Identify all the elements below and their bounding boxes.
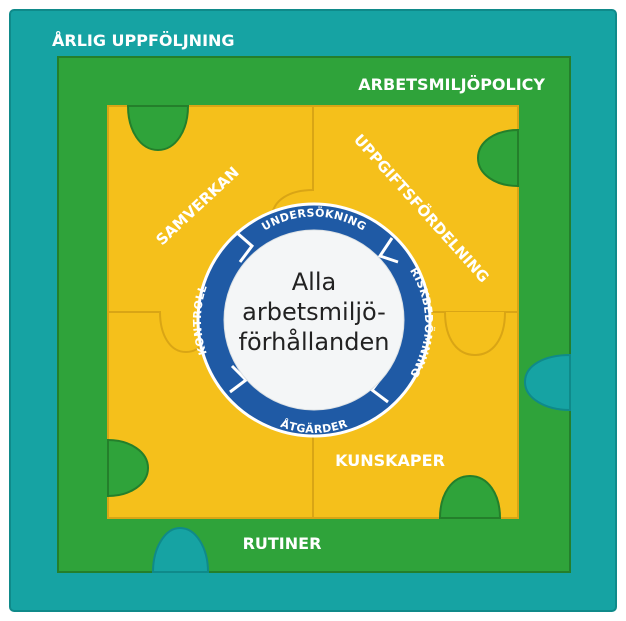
- label-outer: ÅRLIG UPPFÖLJNING: [52, 31, 235, 50]
- label-kunskaper: KUNSKAPER: [335, 451, 445, 470]
- ring-arrow-4: [229, 364, 249, 394]
- cycle-step-bottom: ÅTGÄRDER: [279, 417, 349, 436]
- ring-arrow-2: [377, 237, 399, 264]
- cycle-step-left: KONTROLL: [191, 283, 210, 356]
- ring-arrow-1: [235, 230, 255, 263]
- center-line-3: förhållanden: [239, 327, 390, 356]
- center-line-2: arbetsmiljö-: [242, 298, 386, 326]
- green-knob-bottomright: [438, 474, 502, 519]
- green-knob-topleft: [126, 105, 190, 152]
- green-knob-left: [107, 438, 150, 498]
- teal-knob-bottom: [151, 526, 210, 573]
- seam-right-knob: [444, 311, 506, 357]
- label-rutiner: RUTINER: [243, 534, 322, 553]
- teal-knob-right: [523, 353, 571, 412]
- green-knob-right: [476, 128, 519, 188]
- center-line-1: Alla: [292, 268, 336, 296]
- label-policy: ARBETSMILJÖPOLICY: [358, 75, 545, 94]
- center-circle: [223, 229, 405, 411]
